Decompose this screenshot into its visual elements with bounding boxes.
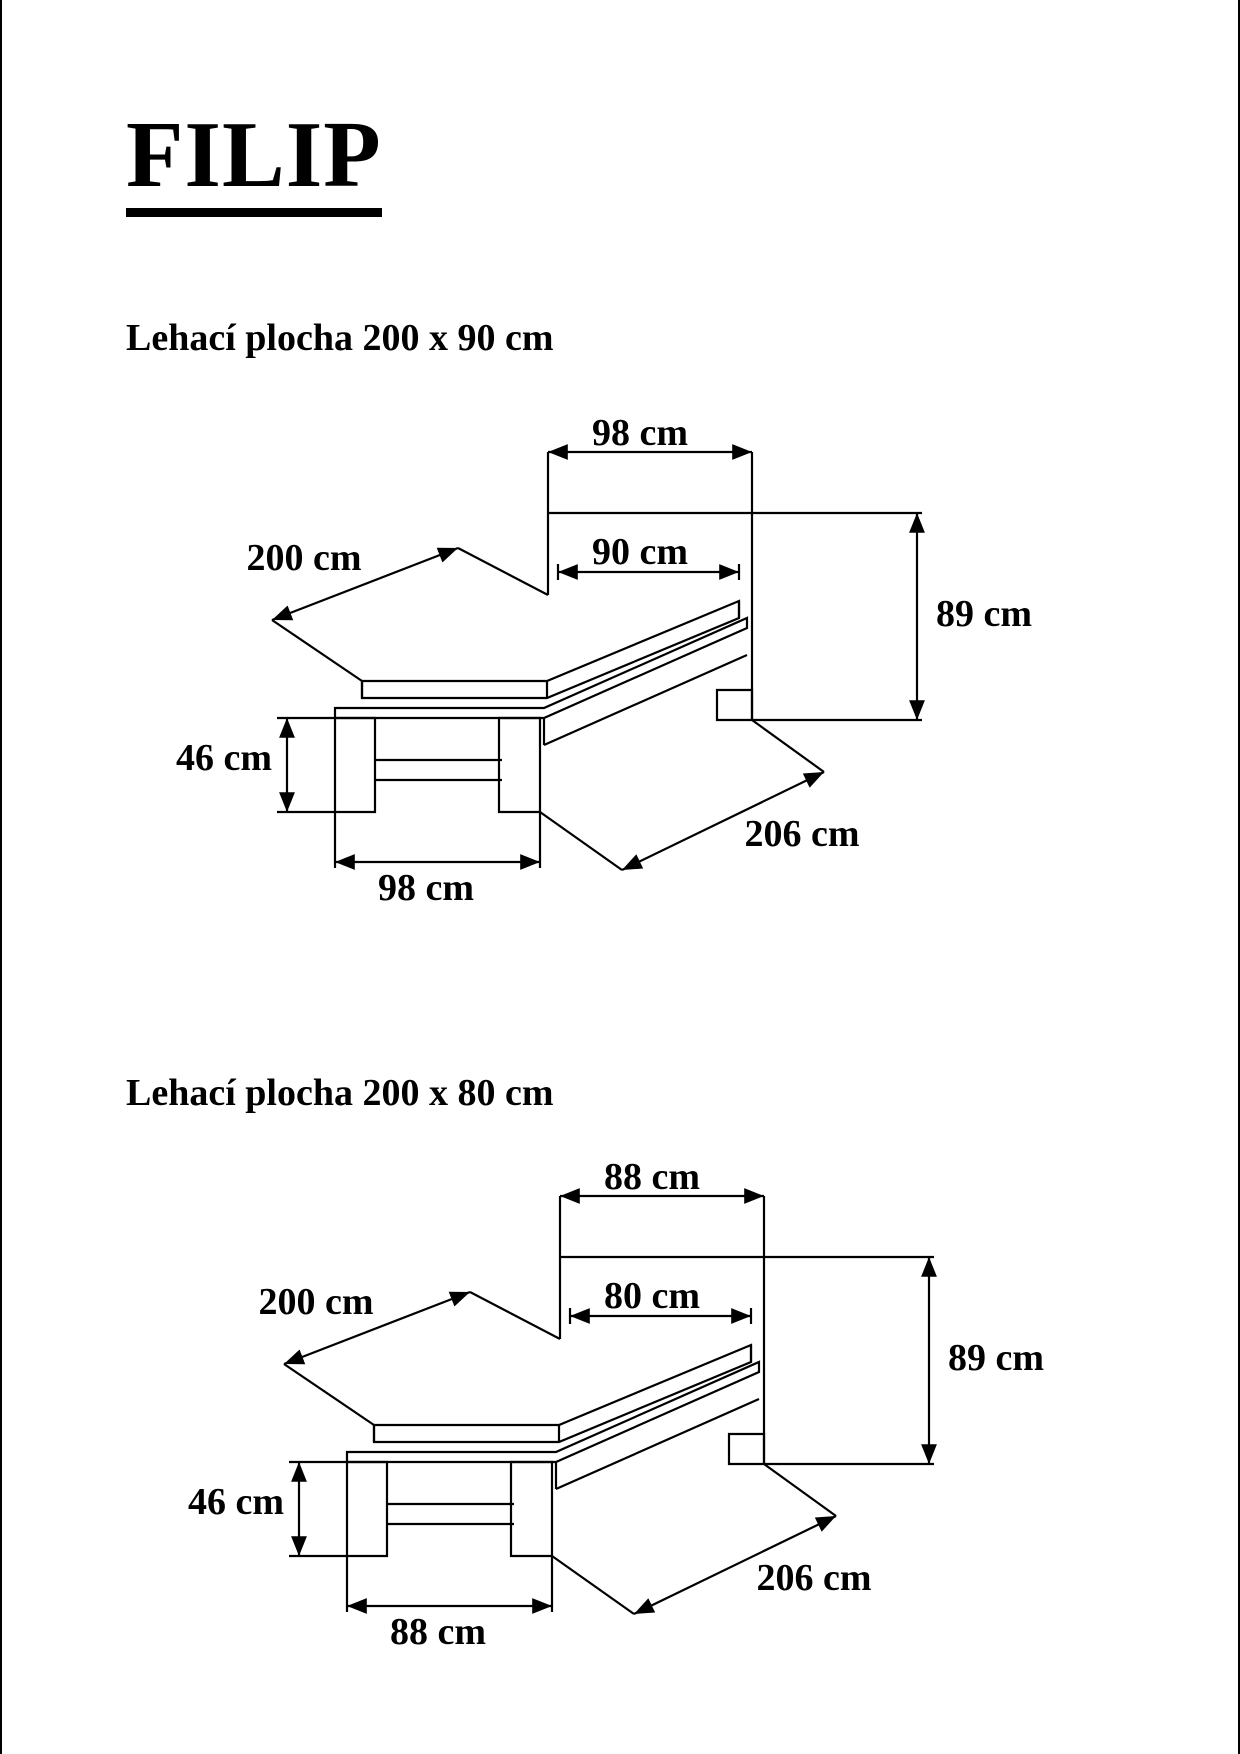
- variant-heading-200x90: Lehací plocha 200 x 90 cm: [126, 317, 554, 359]
- label-mattress-width: 80 cm: [604, 1275, 700, 1317]
- frame-top-rail: [345, 1360, 761, 1464]
- back-leg: [715, 688, 754, 722]
- label-bed-height: 46 cm: [188, 1481, 284, 1523]
- bed-diagram-200x80: 88 cm 80 cm 200 cm 89 cm 46 cm 88 cm 206 cm: [188, 1156, 1044, 1653]
- dim-length-arrow: [271, 546, 459, 622]
- label-total-length: 206 cm: [744, 813, 859, 855]
- label-total-length: 206 cm: [756, 1557, 871, 1599]
- dim-total-length-arrow: [621, 771, 825, 871]
- ext-length-back: [751, 719, 825, 773]
- frame-side-rail-lower: [543, 653, 748, 747]
- front-leg-right: [497, 716, 542, 814]
- ext-mattress-back: [457, 547, 549, 596]
- variant-heading-200x80: Lehací plocha 200 x 80 cm: [126, 1072, 554, 1114]
- ext-length-front: [551, 1555, 635, 1615]
- label-foot-width: 98 cm: [378, 867, 474, 909]
- label-length: 200 cm: [258, 1281, 373, 1323]
- ext-mattress-front: [283, 1363, 375, 1426]
- ext-length-front: [539, 811, 623, 871]
- label-mattress-width: 90 cm: [592, 531, 688, 573]
- bed-drawing: 88 cm 80 cm 200 cm 89 cm 46 cm 88 cm 206 cm: [188, 1156, 1044, 1653]
- frame-side-rail-lower: [555, 1397, 760, 1491]
- ext-length-back: [763, 1463, 837, 1517]
- label-headboard-width: 98 cm: [592, 412, 688, 454]
- label-foot-width: 88 cm: [390, 1611, 486, 1653]
- bed-drawing: 98 cm 90 cm 200 cm 89 cm 46 cm 98 cm 206 cm: [176, 412, 1032, 909]
- front-leg-left: [333, 716, 377, 814]
- front-leg-right: [509, 1460, 554, 1558]
- ext-mattress-front: [271, 619, 363, 682]
- label-bed-height: 46 cm: [176, 737, 272, 779]
- ext-mattress-back: [469, 1291, 561, 1340]
- dim-length-arrow: [283, 1290, 471, 1366]
- bed-diagram-200x90: 98 cm 90 cm 200 cm 89 cm 46 cm 98 cm 206 cm: [176, 412, 1032, 909]
- back-leg: [727, 1432, 766, 1466]
- page-title: FILIP: [126, 108, 382, 217]
- label-headboard-height: 89 cm: [948, 1337, 1044, 1379]
- front-leg-left: [345, 1460, 389, 1558]
- label-length: 200 cm: [246, 537, 361, 579]
- frame-top-rail: [333, 616, 749, 720]
- label-headboard-height: 89 cm: [936, 593, 1032, 635]
- label-headboard-width: 88 cm: [604, 1156, 700, 1198]
- dim-total-length-arrow: [633, 1515, 837, 1615]
